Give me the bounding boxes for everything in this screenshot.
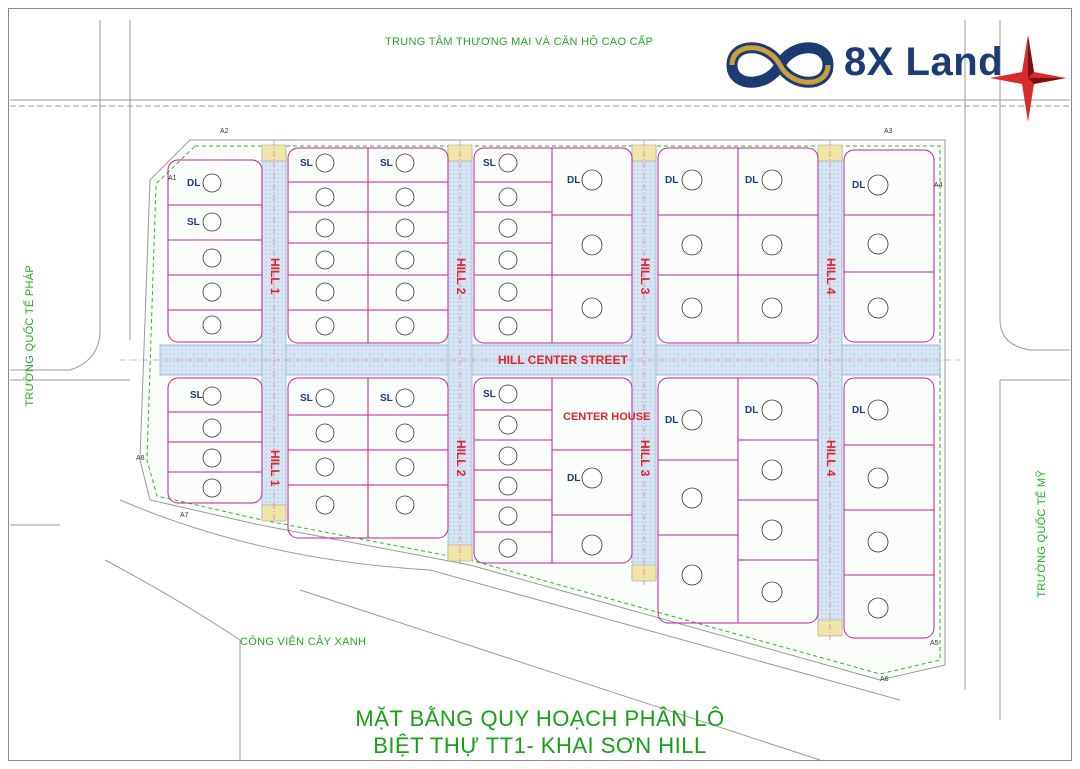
hill2-bottom-label: HILL 2 bbox=[454, 440, 468, 477]
lot-type-dl: DL bbox=[745, 405, 759, 416]
corner-a1: A1 bbox=[168, 175, 177, 182]
corner-a4: A4 bbox=[934, 182, 943, 189]
plot-blocks bbox=[167, 147, 935, 639]
corner-a8: A8 bbox=[136, 455, 145, 462]
outer-road-lines bbox=[10, 20, 1070, 761]
compass-star-icon bbox=[990, 35, 1066, 122]
lot-type-dl: DL bbox=[852, 405, 866, 416]
hill1-top-label: HILL 1 bbox=[268, 258, 282, 295]
lot-type-sl: SL bbox=[187, 217, 200, 228]
hill4-top-label: HILL 4 bbox=[824, 258, 838, 295]
center-house-label: CENTER HOUSE bbox=[563, 411, 651, 423]
lot-type-sl: SL bbox=[190, 390, 203, 401]
hill4-bottom-label: HILL 4 bbox=[824, 440, 838, 477]
left-road-label: TRƯỜNG QUỐC TẾ PHÁP bbox=[24, 265, 36, 407]
plan-title-line2: BIỆT THỰ TT1- KHAI SƠN HILL bbox=[373, 733, 707, 758]
corner-a5: A5 bbox=[930, 640, 939, 647]
lot-type-dl: DL bbox=[567, 175, 581, 186]
corner-a3: A3 bbox=[884, 128, 893, 135]
lot-markers bbox=[202, 153, 889, 619]
corner-a7: A7 bbox=[180, 512, 189, 519]
lot-type-sl: SL bbox=[300, 158, 313, 169]
center-lines bbox=[120, 140, 960, 640]
lot-type-sl: SL bbox=[300, 393, 313, 404]
center-street-label: HILL CENTER STREET bbox=[498, 353, 628, 367]
map-frame bbox=[8, 8, 1072, 761]
hill3-top-label: HILL 3 bbox=[638, 258, 652, 295]
hill1-bottom-label: HILL 1 bbox=[268, 450, 282, 487]
plan-title-line1: MẶT BẰNG QUY HOẠCH PHÂN LÔ bbox=[355, 706, 725, 731]
lot-type-sl: SL bbox=[483, 389, 496, 400]
top-road-label: TRUNG TÂM THƯƠNG MẠI VÀ CĂN HỘ CAO CẤP bbox=[385, 36, 654, 48]
park-label: CÔNG VIÊN CÂY XANH bbox=[240, 636, 367, 648]
right-road-label: TRƯỜNG QUỐC TẾ MỸ bbox=[1036, 470, 1048, 598]
lot-type-sl: SL bbox=[380, 393, 393, 404]
lot-type-dl: DL bbox=[852, 180, 866, 191]
corner-a6: A6 bbox=[880, 676, 889, 683]
lot-type-dl: DL bbox=[567, 473, 581, 484]
lot-type-dl: DL bbox=[187, 178, 201, 189]
corner-a2: A2 bbox=[220, 128, 229, 135]
lot-type-sl: SL bbox=[380, 158, 393, 169]
lot-type-dl: DL bbox=[665, 175, 679, 186]
brand-name: 8X Land bbox=[844, 40, 1004, 84]
brand-logo: 8X Land bbox=[720, 30, 1070, 125]
hill3-bottom-label: HILL 3 bbox=[638, 440, 652, 477]
hill2-top-label: HILL 2 bbox=[454, 258, 468, 295]
lot-type-dl: DL bbox=[745, 175, 759, 186]
infinity-logo-icon bbox=[726, 42, 834, 88]
lot-type-dl: DL bbox=[665, 415, 679, 426]
lot-type-sl: SL bbox=[483, 158, 496, 169]
